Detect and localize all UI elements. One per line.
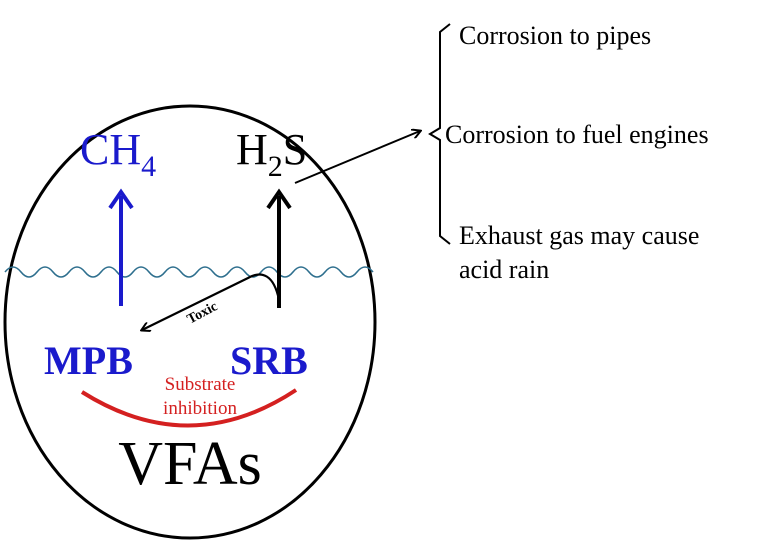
ch4-subscript: 4 — [141, 150, 156, 183]
ch4-arrow-head — [108, 188, 134, 210]
h2s-label: H2S — [236, 125, 307, 183]
mpb-label: MPB — [44, 338, 133, 383]
effect-exhaust-line1: Exhaust gas may cause — [459, 221, 699, 250]
effects-bracket — [428, 23, 451, 245]
ch4-main: CH — [80, 125, 141, 174]
h2s-effects-arrow — [294, 131, 420, 184]
substrate-label-line2: inhibition — [163, 398, 237, 419]
h2s-subscript: 2 — [268, 150, 283, 183]
h2s-main-s: S — [283, 125, 307, 174]
srb-label: SRB — [230, 338, 308, 383]
toxic-arrow — [142, 273, 281, 330]
reactor-ellipse — [3, 104, 377, 540]
liquid-surface-wave — [4, 266, 374, 278]
substrate-label-line1: Substrate — [165, 374, 236, 395]
effect-corrosion-engines: Corrosion to fuel engines — [445, 120, 709, 149]
h2s-arrow-head — [266, 188, 292, 210]
ch4-label: CH4 — [80, 125, 156, 183]
vfas-label: VFAs — [118, 430, 262, 498]
substrate-inhibition-arc — [80, 388, 298, 428]
toxic-label: Toxic — [185, 299, 220, 327]
h2s-main-h: H — [236, 125, 268, 174]
effect-corrosion-pipes: Corrosion to pipes — [459, 21, 651, 50]
effect-exhaust-line2: acid rain — [459, 255, 549, 284]
